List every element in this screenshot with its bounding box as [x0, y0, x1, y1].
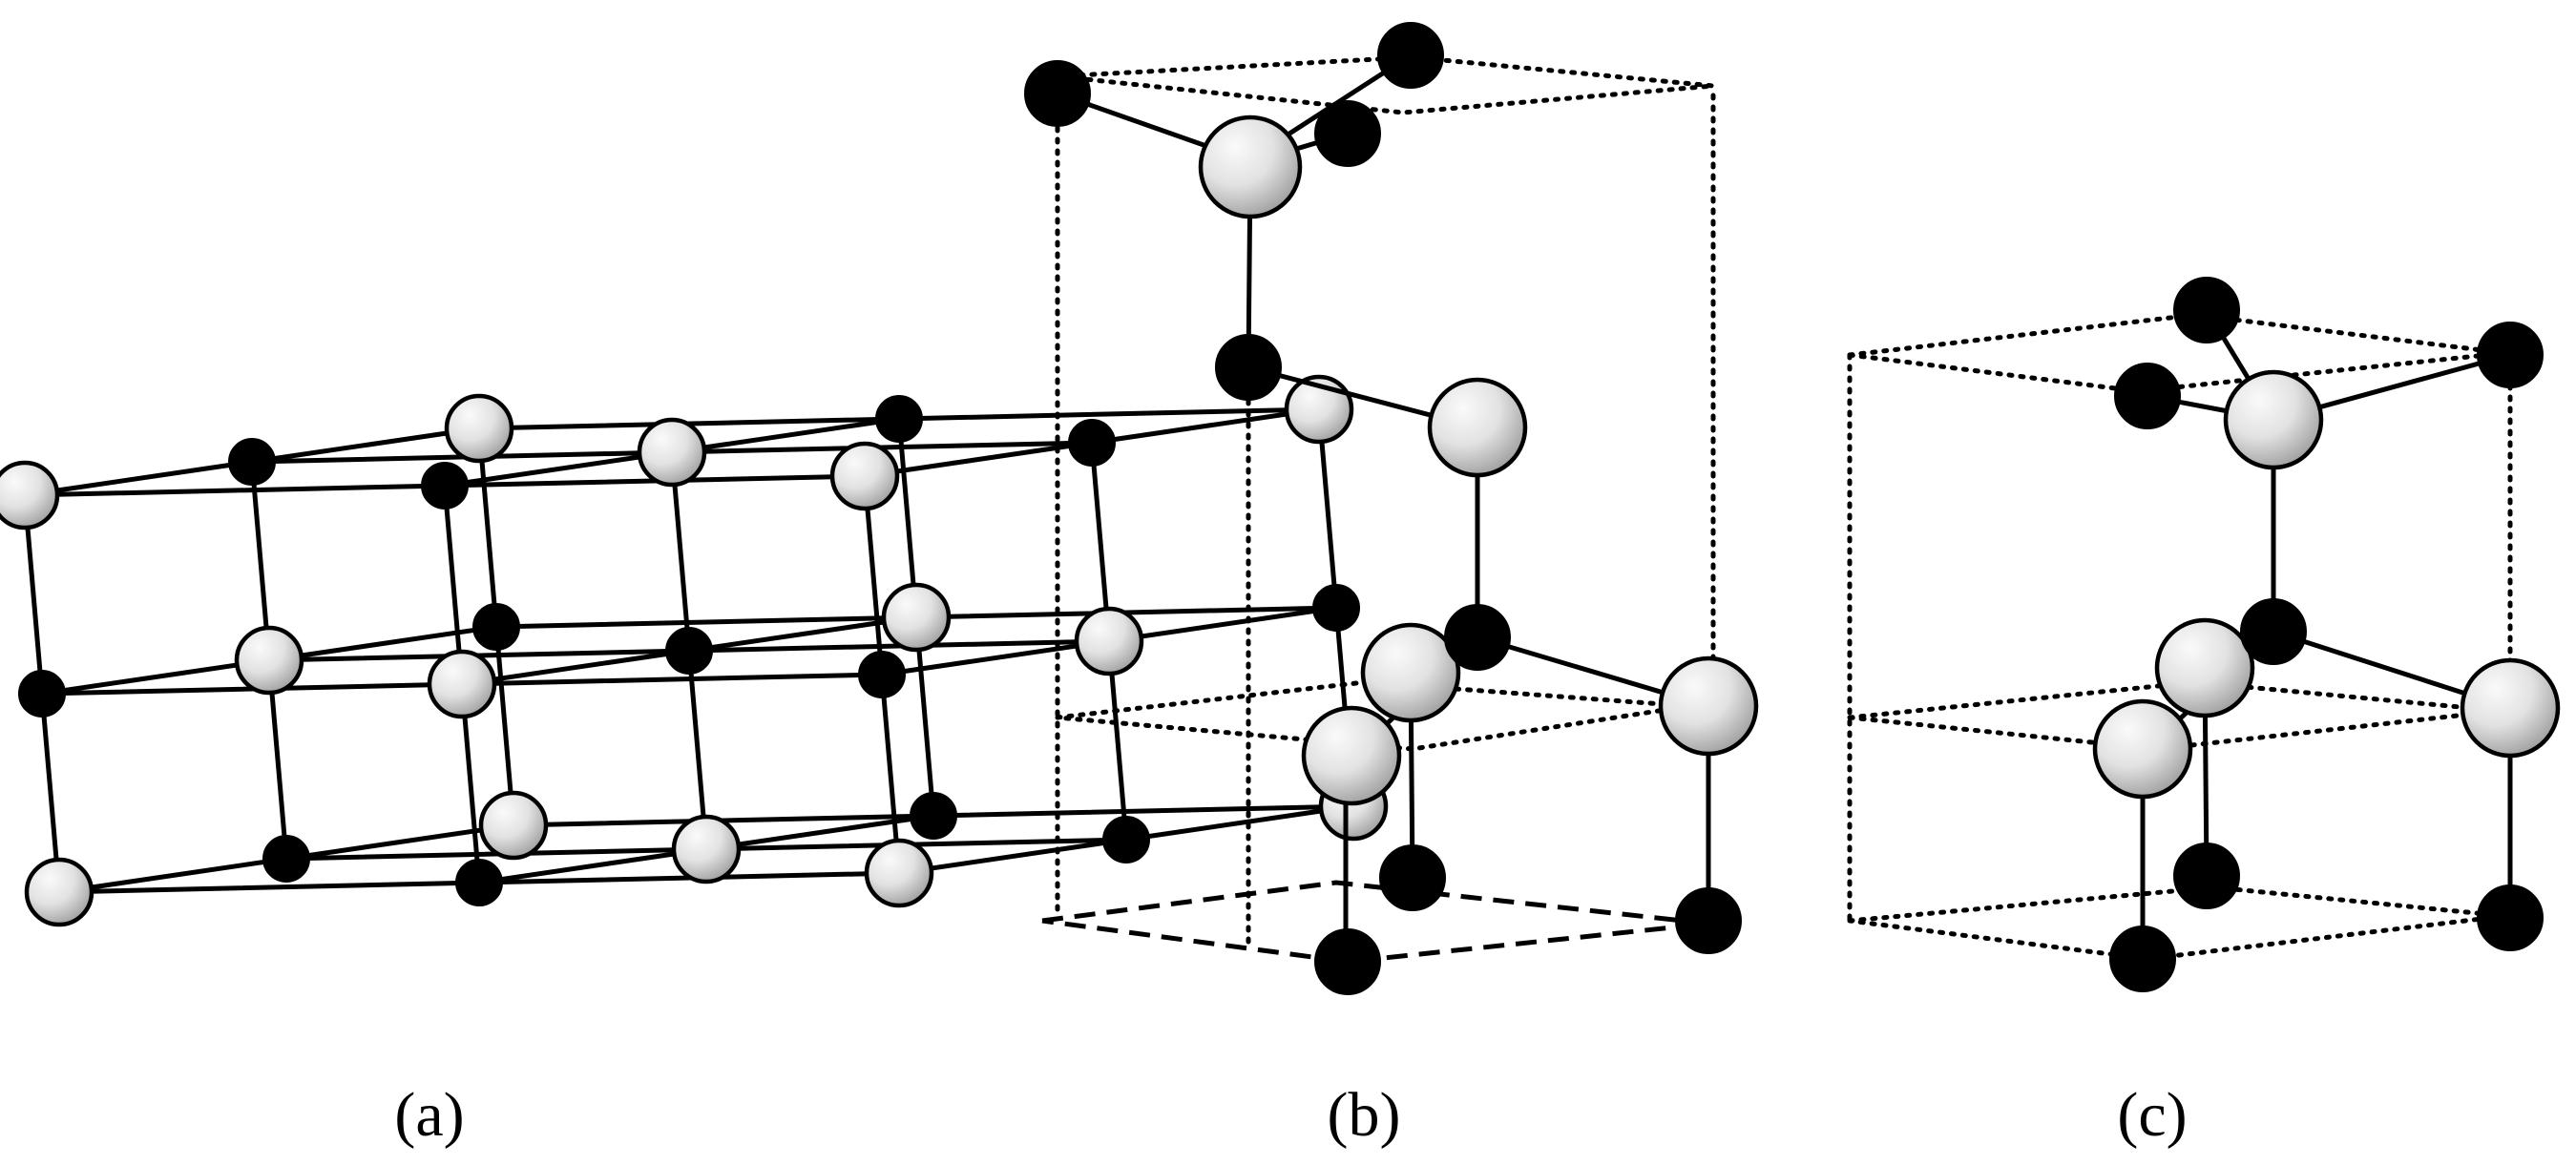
large-atom [864, 838, 934, 908]
small-atom [1675, 887, 1742, 954]
small-atom [1314, 928, 1381, 995]
large-atom [1074, 606, 1144, 676]
panel-c-bottom-face-edge [1847, 884, 2506, 962]
large-atom [0, 460, 60, 530]
panel-a-bond [249, 426, 482, 465]
small-atom [1379, 844, 1446, 911]
panel-a-bond [476, 846, 709, 885]
small-atom [665, 627, 713, 675]
panel-a-bond [459, 648, 692, 687]
panel-a-bond [39, 657, 272, 697]
large-atom [1658, 655, 1759, 757]
panel-a-bond [1089, 406, 1322, 446]
small-atom [2109, 926, 2176, 992]
large-atom [24, 857, 94, 927]
panel-b-top-face-edge [1055, 54, 1714, 115]
panel-a-bond [56, 856, 289, 895]
panel-b-hexagonal-cell: (b) [1024, 22, 1759, 1150]
panel-a-bond [1106, 605, 1339, 644]
large-atom [2223, 369, 2324, 470]
small-atom [1444, 604, 1511, 671]
small-atom [1314, 100, 1381, 167]
panel-a-bond [862, 440, 1095, 479]
large-atom [881, 582, 952, 653]
panel-c-top-face-edge [1847, 312, 2506, 394]
small-atom [1312, 584, 1360, 632]
panel-a-bond [1123, 803, 1356, 843]
panel-a-bond [442, 449, 675, 489]
large-atom [1284, 374, 1354, 445]
small-atom [1024, 60, 1091, 127]
large-atom [1427, 377, 1528, 478]
small-atom [910, 792, 957, 840]
small-atom [1102, 816, 1150, 863]
small-atom [1215, 334, 1282, 401]
small-atom [875, 395, 923, 443]
small-atom [2240, 598, 2307, 665]
large-atom [671, 814, 742, 884]
small-atom [2173, 843, 2240, 909]
small-atom [1377, 22, 1444, 89]
small-atom [2173, 277, 2240, 343]
small-atom [2477, 322, 2544, 388]
small-atom [472, 603, 520, 651]
large-atom [478, 790, 549, 861]
panel-a-bond [493, 614, 919, 630]
panel-a-bond [669, 416, 902, 455]
panel-a-bond [879, 638, 1112, 677]
large-atom [1198, 114, 1303, 219]
small-atom [858, 651, 906, 698]
large-atom [427, 649, 497, 719]
panel-a-bond [22, 459, 255, 498]
large-atom [2154, 617, 2255, 718]
large-atom [829, 441, 900, 511]
panel-a-cubic-lattice: (a) [0, 374, 1389, 1150]
large-atom [1360, 622, 1461, 723]
panel-b-bottom-face-edge [1041, 880, 1709, 965]
small-atom [1068, 419, 1116, 467]
small-atom [2477, 884, 2544, 951]
panel-a-bond [896, 837, 1129, 876]
large-atom [1301, 705, 1402, 806]
small-atom [2114, 363, 2181, 429]
panel-a-bond [931, 803, 1356, 819]
panel-a-bond [56, 880, 482, 895]
panel-c-hexagonal-cell: (c) [1847, 277, 2561, 1150]
small-atom [421, 462, 469, 510]
panel-a-bond [459, 672, 885, 687]
small-atom [262, 835, 310, 883]
small-atom [228, 438, 276, 486]
panel-b-label: (b) [1328, 1080, 1401, 1150]
panel-a-bond [22, 483, 448, 498]
panel-a-atoms [0, 374, 1389, 927]
large-atom [637, 417, 707, 488]
large-atom [2092, 698, 2193, 800]
small-atom [18, 670, 66, 718]
large-atom [234, 625, 304, 696]
large-atom [444, 393, 514, 464]
panel-a-label: (a) [394, 1080, 464, 1150]
panel-c-label: (c) [2117, 1080, 2187, 1150]
large-atom [2460, 657, 2561, 759]
small-atom [455, 859, 503, 906]
